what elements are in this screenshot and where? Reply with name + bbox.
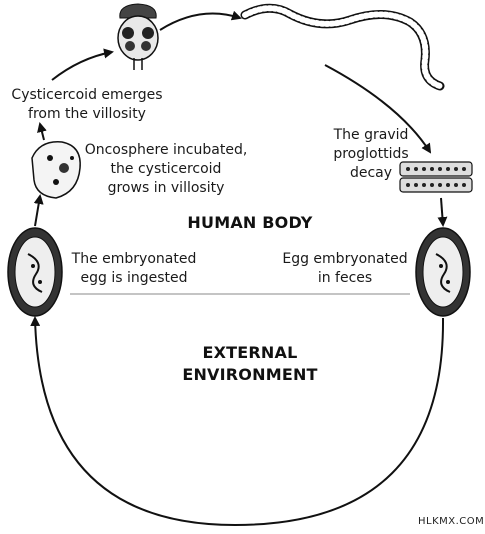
label-line: Oncosphere incubated,: [84, 142, 248, 158]
scolex-icon: [117, 3, 159, 70]
label-gravid-proglottids: The gravid proglottids decay: [316, 126, 426, 183]
label-line: Cysticercoid emerges: [11, 87, 163, 103]
label-line: The gravid: [333, 127, 409, 143]
proglottids-icon: [399, 161, 473, 193]
label-line: from the villosity: [28, 106, 146, 122]
label-egg-in-feces: Egg embryonated in feces: [278, 250, 412, 288]
watermark: HLKMX.COM: [418, 516, 485, 527]
label-line: the cysticercoid: [110, 161, 222, 177]
ingested-egg-icon: [7, 227, 63, 317]
label-cysticercoid-emerges: Cysticercoid emerges from the villosity: [2, 86, 172, 124]
arrow-ingestion-to-oncosphere: [33, 194, 44, 227]
label-line: decay: [349, 165, 393, 181]
arrow-egg-to-ingestion: [30, 316, 445, 527]
arrow-strobila-to-proglottids: [324, 64, 432, 154]
label-line: in feces: [317, 270, 373, 286]
label-line: grows in villosity: [107, 180, 225, 196]
label-oncosphere: Oncosphere incubated, the cysticercoid g…: [78, 141, 254, 198]
human-body-heading: HUMAN BODY: [187, 213, 313, 232]
label-line: egg is ingested: [80, 270, 188, 286]
arrow-proglottids-to-egg: [437, 197, 448, 227]
arrow-scolex-to-strobila: [159, 10, 242, 31]
cysticercoid-icon: [31, 141, 81, 199]
feces-egg-icon: [415, 227, 471, 317]
label-line: The embryonated: [71, 251, 197, 267]
arrow-emergence-to-scolex: [51, 48, 114, 81]
external-environment-heading: EXTERNAL ENVIRONMENT: [150, 342, 350, 386]
label-line: proglottids: [333, 146, 409, 162]
external-heading-line1: EXTERNAL: [202, 343, 298, 362]
label-embryonated-ingested: The embryonated egg is ingested: [64, 250, 204, 288]
tapeworm-strobila-icon: [240, 3, 445, 91]
arrow-oncosphere-to-emergence: [37, 122, 47, 141]
external-heading-line2: ENVIRONMENT: [182, 365, 318, 384]
label-line: Egg embryonated: [282, 251, 408, 267]
